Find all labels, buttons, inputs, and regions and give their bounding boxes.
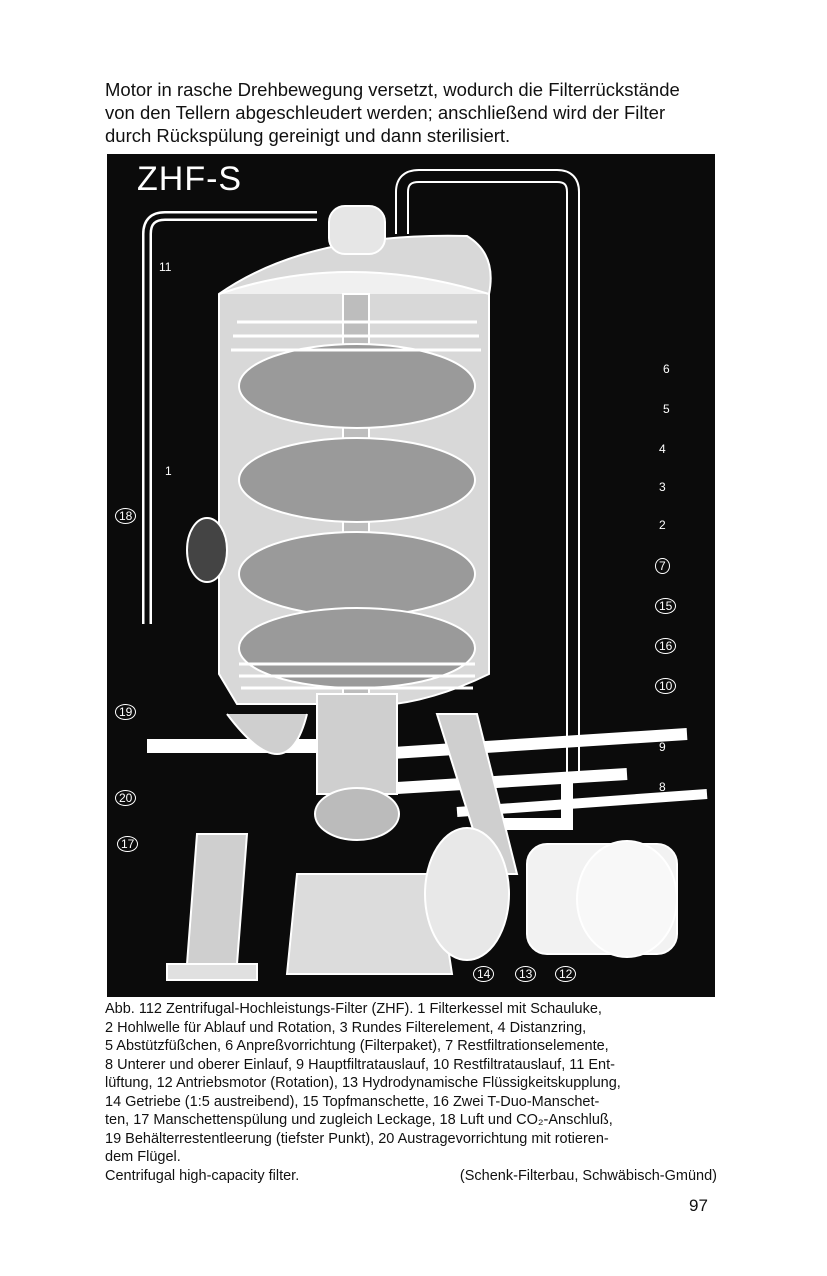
intro-line: Motor in rasche Drehbewegung versetzt, w… (105, 79, 680, 100)
callout-label: 12 (555, 966, 577, 982)
callout-label: 13 (515, 966, 537, 982)
caption-footer: Centrifugal high-capacity filter. (Schen… (105, 1167, 717, 1186)
filter-illustration: ZHF-S 11 6 5 4 3 2 7 15 16 10 9 8 1 18 1… (107, 154, 715, 997)
callout-label: 20 (115, 790, 137, 806)
image-source: (Schenk-Filterbau, Schwäbisch-Gmünd) (459, 1167, 717, 1184)
filter-drawing (142, 169, 708, 981)
caption-line: 8 Unterer und oberer Einlauf, 9 Hauptfil… (105, 1056, 615, 1073)
callout-label: 9 (659, 740, 666, 754)
english-caption: Centrifugal high-capacity filter. (105, 1167, 300, 1184)
callout-label: 15 (655, 598, 677, 614)
intro-line: von den Tellern abgeschleudert werden; a… (105, 102, 666, 123)
callout-label: 19 (115, 704, 137, 720)
caption-text: Abb. 112 Zentrifugal-Hochleistungs-Filte… (105, 1000, 717, 1167)
callout-label: 1 (165, 464, 172, 478)
page-number: 97 (689, 1196, 708, 1215)
callout-label: 7 (655, 558, 670, 574)
intro-paragraph: Motor in rasche Drehbewegung versetzt, w… (105, 78, 717, 147)
caption-line: ten, 17 Manschettenspülung und zugleich … (105, 1112, 613, 1128)
callout-label: 2 (659, 518, 666, 532)
caption-line: 19 Behälterrestentleerung (tiefster Punk… (105, 1130, 609, 1147)
callout-label: 16 (655, 638, 677, 654)
callout-label: 10 (655, 678, 677, 694)
caption-line: 14 Getriebe (1:5 austreibend), 15 Topfma… (105, 1093, 600, 1110)
callout-label: 8 (659, 780, 666, 794)
intro-line: durch Rückspülung gereinigt und dann ste… (105, 125, 511, 146)
callout-label: 14 (473, 966, 495, 982)
callout-label: 4 (659, 442, 666, 456)
caption-line: Abb. 112 Zentrifugal-Hochleistungs-Filte… (105, 1001, 602, 1017)
callout-label: 3 (659, 480, 666, 494)
figure-caption: Abb. 112 Zentrifugal-Hochleistungs-Filte… (105, 1000, 717, 1185)
caption-line: lüftung, 12 Antriebsmotor (Rotation), 13… (105, 1075, 621, 1091)
callout-label: 18 (115, 508, 137, 524)
callout-label: 5 (663, 402, 670, 416)
callout-label: 11 (159, 260, 172, 274)
callout-label: 17 (117, 836, 139, 852)
figure-title: ZHF-S (137, 160, 243, 198)
callout-label: 6 (663, 362, 670, 376)
caption-line: 5 Abstützfüßchen, 6 Anpreßvorrichtung (F… (105, 1038, 609, 1054)
caption-line: 2 Hohlwelle für Ablauf und Rotation, 3 R… (105, 1019, 587, 1036)
caption-line: dem Flügel. (105, 1149, 181, 1165)
